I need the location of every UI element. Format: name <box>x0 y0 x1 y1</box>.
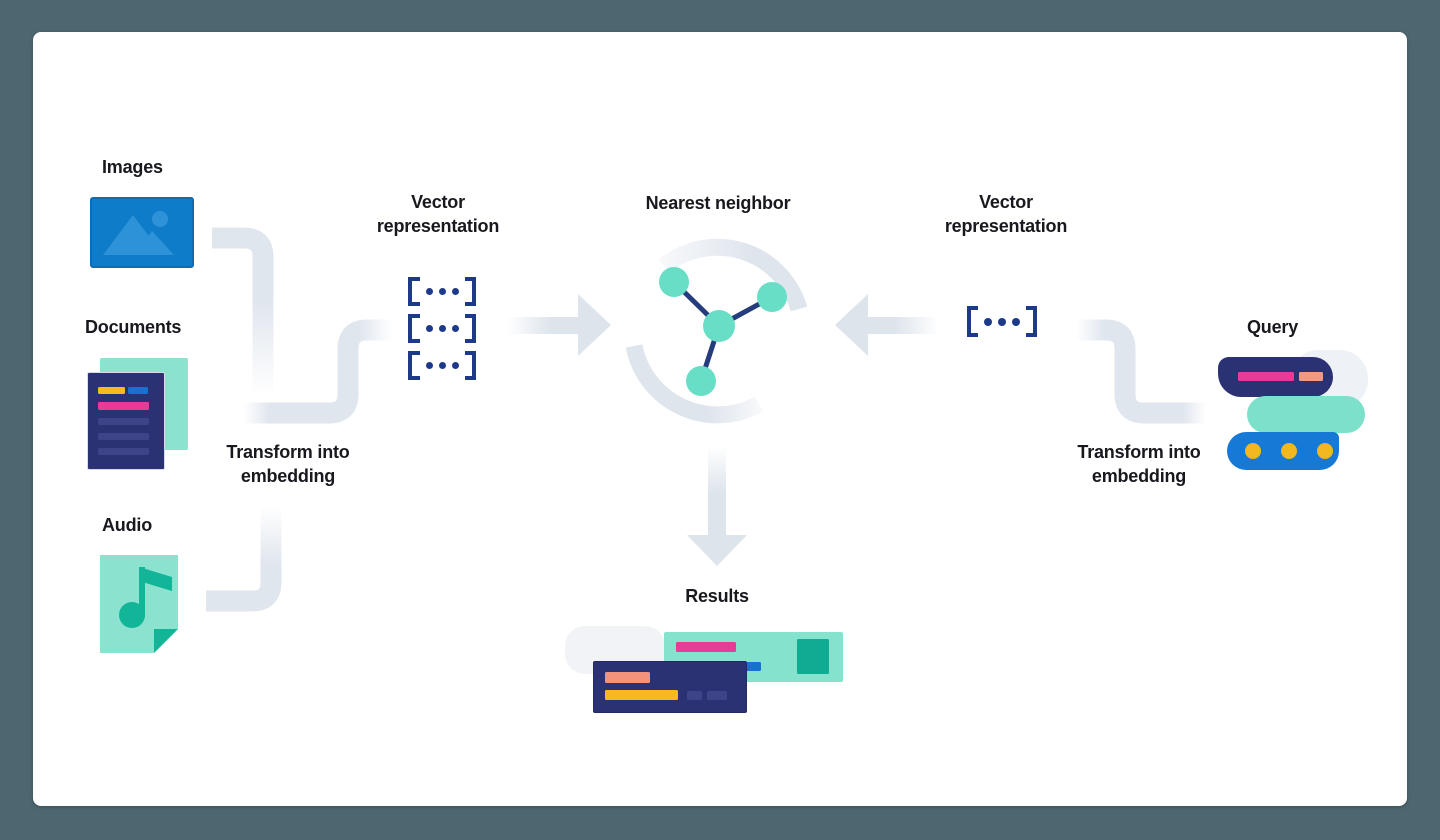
result-thumbnail-square <box>797 639 829 674</box>
query-bubble-mint <box>1247 396 1365 433</box>
images-label: Images <box>102 157 163 177</box>
doc-bar-pink <box>98 402 149 410</box>
vector-representation-left-label: Vector representation <box>376 192 500 236</box>
query-dot <box>1245 443 1261 459</box>
query-dot <box>1281 443 1297 459</box>
query-bubble-blue <box>1227 432 1339 470</box>
result-bar-salmon <box>605 672 650 683</box>
doc-bar-line <box>98 418 149 425</box>
doc-bar-yellow <box>98 387 125 394</box>
images-icon <box>90 197 194 268</box>
vector-brackets <box>408 277 476 306</box>
vector-brackets <box>408 314 476 343</box>
result-card-navy <box>593 661 747 713</box>
result-bar-yellow <box>605 690 678 700</box>
documents-icon <box>87 350 192 470</box>
documents-label: Documents <box>85 317 182 337</box>
result-bar-line <box>707 691 727 700</box>
query-vector-brackets <box>967 306 1037 337</box>
results-cards <box>560 618 850 718</box>
document-front-page <box>87 372 165 470</box>
results-label: Results <box>685 586 749 606</box>
query-bar-salmon <box>1299 372 1323 381</box>
result-bar-pink <box>676 642 736 652</box>
query-bar-pink <box>1238 372 1294 381</box>
audio-icon <box>100 555 178 653</box>
query-label: Query <box>1247 317 1299 337</box>
query-dot <box>1317 443 1333 459</box>
music-note-icon <box>119 567 172 628</box>
query-bubble-navy <box>1218 357 1333 397</box>
audio-label: Audio <box>102 515 152 535</box>
nearest-neighbor-label: Nearest neighbor <box>645 193 791 213</box>
transform-embedding-right-label: Transform into embedding <box>1077 442 1201 486</box>
doc-bar-line <box>98 433 149 440</box>
query-icon <box>1215 350 1370 475</box>
vector-brackets <box>408 351 476 380</box>
doc-bar-blue <box>128 387 148 394</box>
result-bar-line <box>687 691 702 700</box>
doc-bar-line <box>98 448 149 455</box>
vector-representation-right-label: Vector representation <box>944 192 1068 236</box>
transform-embedding-left-label: Transform into embedding <box>226 442 350 486</box>
